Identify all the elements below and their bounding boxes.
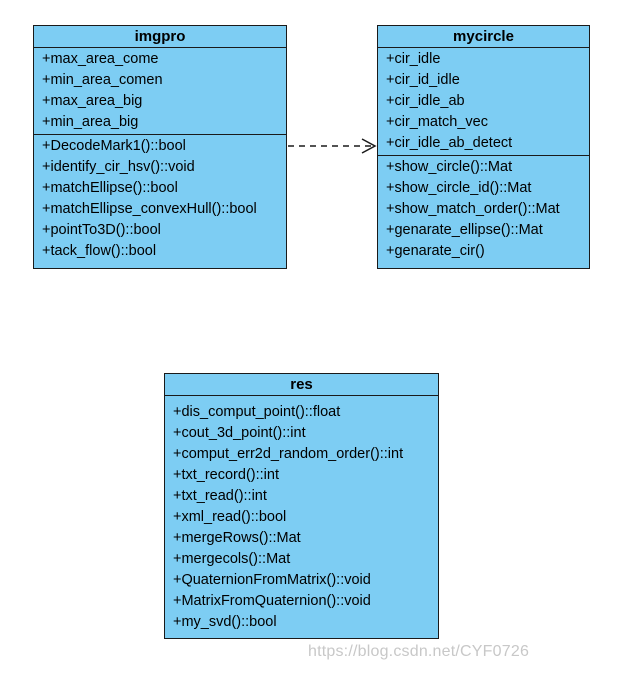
method: +my_svd()::bool	[173, 614, 277, 630]
method: +genarate_cir()	[386, 243, 485, 259]
class-res: res +dis_comput_point()::float +cout_3d_…	[164, 373, 439, 639]
method: +tack_flow()::bool	[42, 243, 157, 259]
attribute: +max_area_big	[42, 93, 143, 109]
method: +dis_comput_point()::float	[173, 404, 341, 420]
method: +pointTo3D()::bool	[42, 222, 161, 238]
methods-section: +DecodeMark1()::bool +identify_cir_hsv()…	[34, 135, 286, 263]
method: +matchEllipse_convexHull()::bool	[42, 201, 257, 217]
attribute: +max_area_come	[42, 51, 159, 67]
attributes-section: +max_area_come +min_area_comen +max_area…	[34, 48, 286, 135]
methods-section: +show_circle()::Mat +show_circle_id()::M…	[378, 156, 589, 263]
class-title: mycircle	[378, 26, 589, 48]
method: +QuaternionFromMatrix()::void	[173, 572, 371, 588]
attribute: +min_area_big	[42, 114, 139, 130]
method: +txt_read()::int	[173, 488, 267, 504]
class-title: res	[165, 374, 438, 396]
class-imgpro: imgpro +max_area_come +min_area_comen +m…	[33, 25, 287, 269]
attribute: +cir_idle_ab	[386, 93, 465, 109]
method: +mergecols()::Mat	[173, 551, 291, 567]
method: +genarate_ellipse()::Mat	[386, 222, 543, 238]
method: +txt_record()::int	[173, 467, 279, 483]
class-title: imgpro	[34, 26, 286, 48]
method: +comput_err2d_random_order()::int	[173, 446, 404, 462]
class-mycircle: mycircle +cir_idle +cir_id_idle +cir_idl…	[377, 25, 590, 269]
attribute: +cir_idle_ab_detect	[386, 135, 513, 151]
attribute: +cir_match_vec	[386, 114, 488, 130]
methods-section: +dis_comput_point()::float +cout_3d_poin…	[165, 396, 438, 634]
attributes-section: +cir_idle +cir_id_idle +cir_idle_ab +cir…	[378, 48, 589, 156]
method: +show_circle()::Mat	[386, 159, 513, 175]
method: +matchEllipse()::bool	[42, 180, 178, 196]
attribute: +cir_id_idle	[386, 72, 460, 88]
attribute: +min_area_comen	[42, 72, 163, 88]
method: +cout_3d_point()::int	[173, 425, 306, 441]
method: +xml_read()::bool	[173, 509, 287, 525]
method: +show_match_order()::Mat	[386, 201, 560, 217]
open-arrowhead-icon	[361, 138, 377, 154]
attribute: +cir_idle	[386, 51, 441, 67]
method: +mergeRows()::Mat	[173, 530, 301, 546]
method: +DecodeMark1()::bool	[42, 138, 186, 154]
method: +identify_cir_hsv()::void	[42, 159, 195, 175]
watermark-text: https://blog.csdn.net/CYF0726	[308, 643, 530, 660]
method: +MatrixFromQuaternion()::void	[173, 593, 371, 609]
method: +show_circle_id()::Mat	[386, 180, 532, 196]
